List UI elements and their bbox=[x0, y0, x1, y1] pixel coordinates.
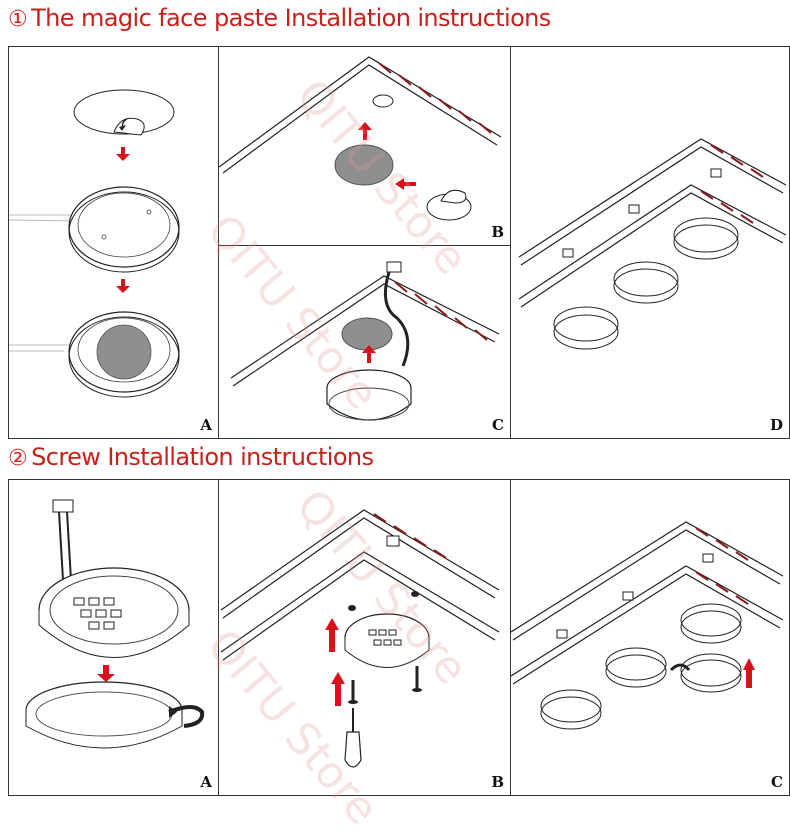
adhesive-paste bbox=[96, 324, 152, 380]
up-arrow-icon bbox=[325, 618, 345, 706]
connector-plug-icon bbox=[52, 499, 74, 581]
paste-step-d-label: D bbox=[769, 416, 783, 434]
section-1-number: ① bbox=[8, 7, 28, 32]
screw-step-a-panel: A bbox=[8, 479, 219, 796]
paste-step-c-illustration bbox=[230, 261, 500, 421]
rotate-arrow-icon bbox=[168, 705, 205, 728]
paste-step-a-label: A bbox=[200, 416, 212, 434]
paste-step-b-panel: B bbox=[218, 46, 511, 246]
paste-step-c-panel: C bbox=[218, 245, 511, 439]
screw-step-c-panel: C bbox=[510, 479, 790, 796]
down-arrow-icon bbox=[97, 665, 115, 682]
screw-step-b-illustration bbox=[220, 509, 500, 768]
rotate-arrow-icon bbox=[669, 663, 691, 672]
paste-step-a-panel: A bbox=[8, 46, 219, 439]
down-arrow-icon bbox=[116, 279, 130, 293]
section-2-title-text: Screw Installation instructions bbox=[31, 443, 374, 471]
down-arrow-icon bbox=[116, 147, 130, 161]
paste-step-d-illustration bbox=[518, 138, 787, 350]
connector-plug-icon bbox=[386, 535, 400, 547]
screw-step-b-panel: B bbox=[218, 479, 511, 796]
screw-step-a-label: A bbox=[200, 773, 212, 791]
paste-step-a-illustration bbox=[9, 89, 180, 398]
up-arrow-icon bbox=[362, 345, 376, 363]
up-arrow-icon bbox=[358, 122, 372, 140]
section-2-number: ② bbox=[8, 446, 28, 471]
section-1-title-text: The magic face paste Installation instru… bbox=[31, 4, 551, 32]
connector-plug-icon bbox=[556, 553, 714, 639]
paste-step-d-panel: D bbox=[510, 46, 790, 439]
screwdriver-icon bbox=[344, 708, 362, 768]
connector-plug-icon bbox=[383, 261, 410, 367]
paste-step-b-illustration bbox=[219, 56, 502, 221]
screw-step-c-illustration bbox=[511, 521, 784, 730]
screw-step-b-label: B bbox=[491, 773, 504, 791]
screw-icon bbox=[348, 666, 422, 704]
up-arrow-icon bbox=[743, 658, 755, 688]
connector-plug-icon bbox=[562, 168, 722, 258]
left-arrow-icon bbox=[395, 178, 416, 190]
paste-step-c-label: C bbox=[492, 416, 504, 434]
paste-step-b-label: B bbox=[491, 223, 504, 241]
screw-step-a-illustration bbox=[25, 499, 205, 749]
screw-step-c-label: C bbox=[771, 773, 783, 791]
